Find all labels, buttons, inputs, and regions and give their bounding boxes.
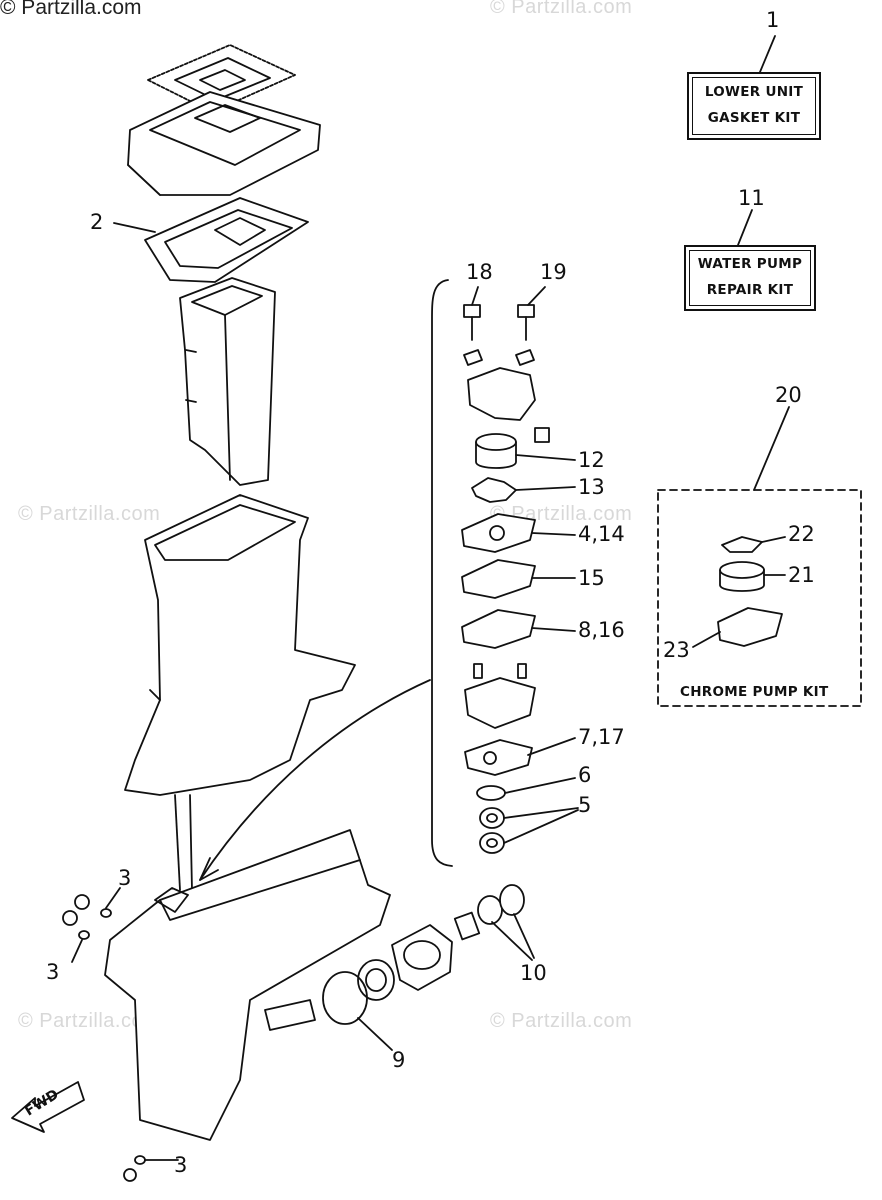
o-ring-9-drawing — [322, 971, 393, 1051]
pump-base-drawing — [464, 663, 536, 729]
bearing-housing-drawing — [391, 924, 453, 991]
chrome-pump-kit-label: CHROME PUMP KIT — [680, 684, 829, 700]
leader-1 — [759, 35, 776, 73]
callout-12: 12 — [578, 448, 605, 472]
callout-11: 11 — [738, 186, 765, 210]
bearings-10-drawing — [453, 884, 535, 961]
pump-housing-drawing — [467, 367, 550, 443]
callout-23: 23 — [663, 638, 690, 662]
water-pump-repair-kit-label: WATER PUMP REPAIR KIT — [684, 245, 816, 311]
lower-unit-gasket-kit-label: LOWER UNIT GASKET KIT — [687, 72, 821, 140]
kit-label-line: WATER PUMP — [697, 256, 803, 273]
callout-7-17: 7,17 — [578, 725, 625, 749]
callout-13: 13 — [578, 475, 605, 499]
callout-20: 20 — [775, 383, 802, 407]
callout-4-14: 4,14 — [578, 522, 625, 546]
callout-22: 22 — [788, 522, 815, 546]
exhaust-plate-drawing — [127, 91, 321, 196]
leader-11 — [737, 209, 753, 246]
arrow-head — [199, 857, 219, 881]
seal-5-drawing — [479, 807, 579, 854]
callout-18: 18 — [466, 260, 493, 284]
upper-casing-drawing — [124, 494, 356, 891]
kit-label-line: REPAIR KIT — [706, 282, 794, 298]
callout-3: 3 — [118, 866, 132, 890]
gasket-4-14-drawing — [461, 513, 576, 553]
callout-3: 3 — [46, 960, 60, 984]
bolt-18-drawing — [463, 286, 483, 366]
callout-3: 3 — [174, 1153, 188, 1177]
plate-8-16-drawing — [461, 609, 576, 649]
bolt-19-drawing — [515, 286, 546, 366]
leader-20 — [753, 406, 790, 491]
callout-10: 10 — [520, 961, 547, 985]
callout-6: 6 — [578, 763, 592, 787]
plate-15-drawing — [461, 559, 576, 599]
watermark: © Partzilla.com — [490, 0, 633, 18]
callout-19: 19 — [540, 260, 567, 284]
gasket-2-drawing — [113, 197, 309, 283]
fwd-arrow-icon — [11, 1081, 85, 1133]
chrome-kit-parts-drawing — [692, 536, 786, 648]
watermark: © Partzilla.com — [490, 1010, 633, 1032]
fitting-3-drawing — [62, 887, 179, 1182]
callout-1: 1 — [766, 8, 780, 32]
callout-5: 5 — [578, 793, 592, 817]
water-pump-bracket — [431, 279, 453, 867]
callout-21: 21 — [788, 563, 815, 587]
gasket-7-17-drawing — [464, 737, 576, 776]
o-ring-6-drawing — [476, 777, 576, 801]
callout-15: 15 — [578, 566, 605, 590]
lower-casing-drawing — [104, 829, 391, 1141]
seal-bearing-drawing — [357, 959, 395, 1001]
callout-2: 2 — [90, 210, 104, 234]
drive-shaft-housing-drawing — [179, 277, 276, 486]
insert-12-drawing — [475, 433, 576, 469]
assembly-arrow — [199, 679, 431, 881]
impeller-13-drawing — [471, 477, 576, 503]
chrome-pump-kit-box — [657, 489, 862, 707]
callout-9: 9 — [392, 1048, 406, 1072]
callout-8-16: 8,16 — [578, 618, 625, 642]
kit-label-line: GASKET KIT — [707, 110, 801, 126]
copyright-text: © Partzilla.com — [0, 0, 142, 19]
watermark: © Partzilla.com — [18, 503, 161, 525]
watermark: © Partzilla.com — [18, 1010, 161, 1032]
kit-label-line: LOWER UNIT — [704, 84, 804, 101]
